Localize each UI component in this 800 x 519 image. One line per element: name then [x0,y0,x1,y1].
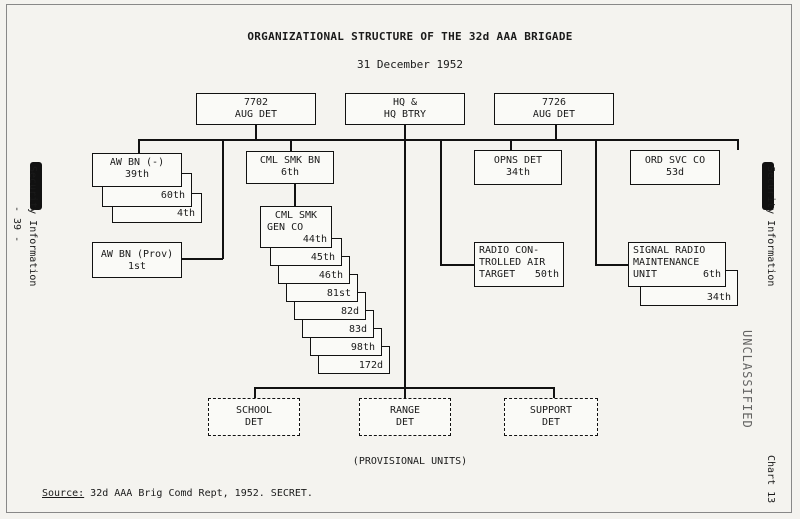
chart-number: Chart 13 [765,455,776,504]
radio-vertical-line [440,139,442,265]
source-text: 32d AAA Brig Comd Rept, 1952. SECRET. [84,488,313,499]
cml-smk-gen-co-box: CML SMK GEN CO 44th [260,206,332,248]
hq-vertical-line [404,124,406,388]
school-drop-line [254,387,256,399]
provisional-caption: (PROVISIONAL UNITS) [352,456,468,467]
awbn-prov-vertical-line [222,139,224,259]
det7702-drop-line [255,124,257,139]
radio-horizontal-line [440,264,476,266]
security-info-left: Security Information [27,166,38,287]
awbn-drop-line [138,139,140,153]
signal-horizontal-line [595,264,628,266]
cmlbn-drop-line [290,139,292,153]
redaction-blot-left [30,162,42,210]
unclassified-stamp: UNCLASSIFIED [740,330,754,429]
security-info-right: Security Information [765,166,776,287]
page-number: - 39 - [11,206,22,243]
range-drop-line [404,387,406,399]
det7726-drop-line [555,124,557,139]
source-label: Source: [42,488,85,499]
awbn-prov-horizontal-line [182,258,223,260]
radio-target-box: RADIO CON- TROLLED AIR TARGET 50th [474,242,564,287]
aw-bn-box: AW BN (-)39th [92,153,182,187]
chart-date: 31 December 1952 [357,58,463,71]
top-horizontal-line [138,139,738,141]
support-drop-line [553,387,555,399]
ord-drop-line [737,139,739,150]
aw-bn-prov-box: AW BN (Prov)1st [92,242,182,278]
source-line: Source: 32d AAA Brig Comd Rept, 1952. SE… [42,488,313,499]
cmlbn-to-genco-line [294,183,296,207]
signal-vertical-line [595,139,597,265]
signal-radio-box: SIGNAL RADIO MAINTENANCE UNIT 6th [628,242,726,287]
hq-btry-box: HQ &HQ BTRY [345,93,465,125]
redaction-blot-right [762,162,774,210]
page-border [6,4,792,513]
opns-drop-line [510,139,512,150]
chart-title: ORGANIZATIONAL STRUCTURE OF THE 32d AAA … [247,30,573,43]
